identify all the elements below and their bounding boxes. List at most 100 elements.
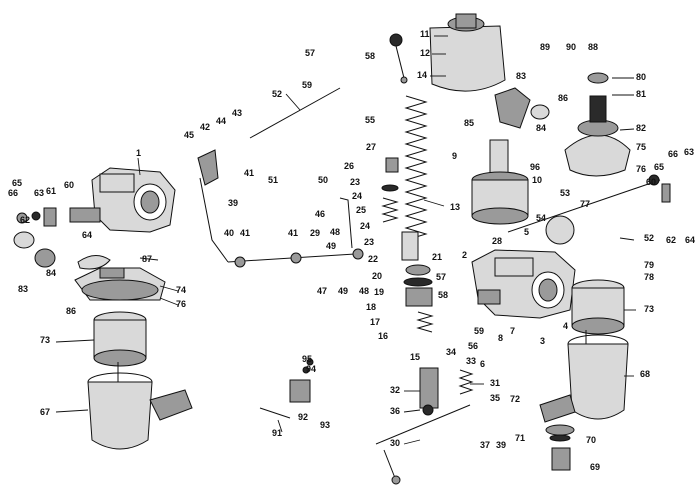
- label: 89: [540, 42, 550, 52]
- label: 47: [317, 286, 327, 296]
- label: 65: [654, 162, 664, 172]
- label: 54: [536, 213, 546, 223]
- part-labels: 1 66 65 63 61 60 62 64 87 83 84 86 74 76…: [8, 29, 695, 472]
- label: 11: [420, 29, 430, 39]
- label: 37: [480, 440, 490, 450]
- label: 80: [636, 72, 646, 82]
- label: 84: [46, 268, 56, 278]
- label: 66: [668, 149, 678, 159]
- right-small-parts: [494, 87, 671, 471]
- label: 19: [374, 287, 384, 297]
- label: 71: [515, 433, 525, 443]
- label: 64: [82, 230, 92, 240]
- left-piston: [93, 311, 147, 367]
- label: 26: [344, 161, 354, 171]
- label: 94: [306, 364, 316, 374]
- label: 25: [356, 205, 366, 215]
- label: 1: [136, 148, 141, 158]
- label: 24: [360, 221, 370, 231]
- lower-linkage: [259, 358, 474, 485]
- label: 52: [644, 233, 654, 243]
- label: 96: [530, 162, 540, 172]
- label: 35: [490, 393, 500, 403]
- label: 51: [268, 175, 278, 185]
- label: 4: [563, 321, 568, 331]
- label: 59: [474, 326, 484, 336]
- label: 41: [244, 168, 254, 178]
- label: 59: [302, 80, 312, 90]
- label: 45: [184, 130, 194, 140]
- label: 21: [432, 252, 442, 262]
- label: 95: [302, 354, 312, 364]
- leader-lines: [55, 35, 636, 445]
- label: 57: [305, 48, 315, 58]
- label: 48: [359, 286, 369, 296]
- label: 58: [365, 51, 375, 61]
- label: 49: [338, 286, 348, 296]
- label: 63: [34, 188, 44, 198]
- label: 18: [366, 302, 376, 312]
- label: 24: [352, 191, 362, 201]
- label: 62: [20, 215, 30, 225]
- label: 30: [390, 438, 400, 448]
- label: 41: [288, 228, 298, 238]
- label: 81: [636, 89, 646, 99]
- label: 77: [580, 199, 590, 209]
- label: 88: [588, 42, 598, 52]
- label: 92: [298, 412, 308, 422]
- label: 10: [532, 175, 542, 185]
- label: 8: [498, 333, 503, 343]
- label: 40: [224, 228, 234, 238]
- label: 20: [372, 271, 382, 281]
- label: 63: [684, 147, 694, 157]
- label: 6: [480, 359, 485, 369]
- label: 50: [318, 175, 328, 185]
- label: 55: [365, 115, 375, 125]
- left-carburettor-body: [69, 167, 176, 233]
- label: 58: [438, 290, 448, 300]
- left-float-bowl: [87, 362, 193, 450]
- label: 93: [320, 420, 330, 430]
- label: 52: [272, 89, 282, 99]
- label: 16: [378, 331, 388, 341]
- rod-46: [339, 197, 353, 249]
- label: 27: [366, 142, 376, 152]
- right-piston: [571, 279, 625, 335]
- label: 79: [644, 260, 654, 270]
- left-float-chamber-top: [74, 267, 166, 301]
- label: 5: [524, 227, 529, 237]
- label: 61: [46, 186, 56, 196]
- label: 39: [496, 440, 506, 450]
- label: 53: [560, 188, 570, 198]
- label: 7: [510, 326, 515, 336]
- label: 14: [417, 70, 427, 80]
- label: 22: [368, 254, 378, 264]
- piston-9: [471, 139, 529, 225]
- label: 31: [490, 378, 500, 388]
- label: 84: [536, 123, 546, 133]
- label: 66: [8, 188, 18, 198]
- label: 78: [644, 272, 654, 282]
- label: 62: [666, 235, 676, 245]
- label: 82: [636, 123, 646, 133]
- label: 74: [176, 285, 186, 295]
- label: 34: [446, 347, 456, 357]
- label: 86: [66, 306, 76, 316]
- label: 85: [464, 118, 474, 128]
- label: 46: [315, 209, 325, 219]
- label: 60: [646, 177, 656, 187]
- label: 83: [516, 71, 526, 81]
- label: 9: [452, 151, 457, 161]
- label: 48: [330, 227, 340, 237]
- spring-13: [404, 95, 428, 241]
- label: 39: [228, 198, 238, 208]
- label: 13: [450, 202, 460, 212]
- right-float-top: [564, 72, 631, 177]
- label: 41: [240, 228, 250, 238]
- label: 42: [200, 122, 210, 132]
- label: 15: [410, 352, 420, 362]
- label: 2: [462, 250, 467, 260]
- label: 73: [40, 335, 50, 345]
- label: 83: [18, 284, 28, 294]
